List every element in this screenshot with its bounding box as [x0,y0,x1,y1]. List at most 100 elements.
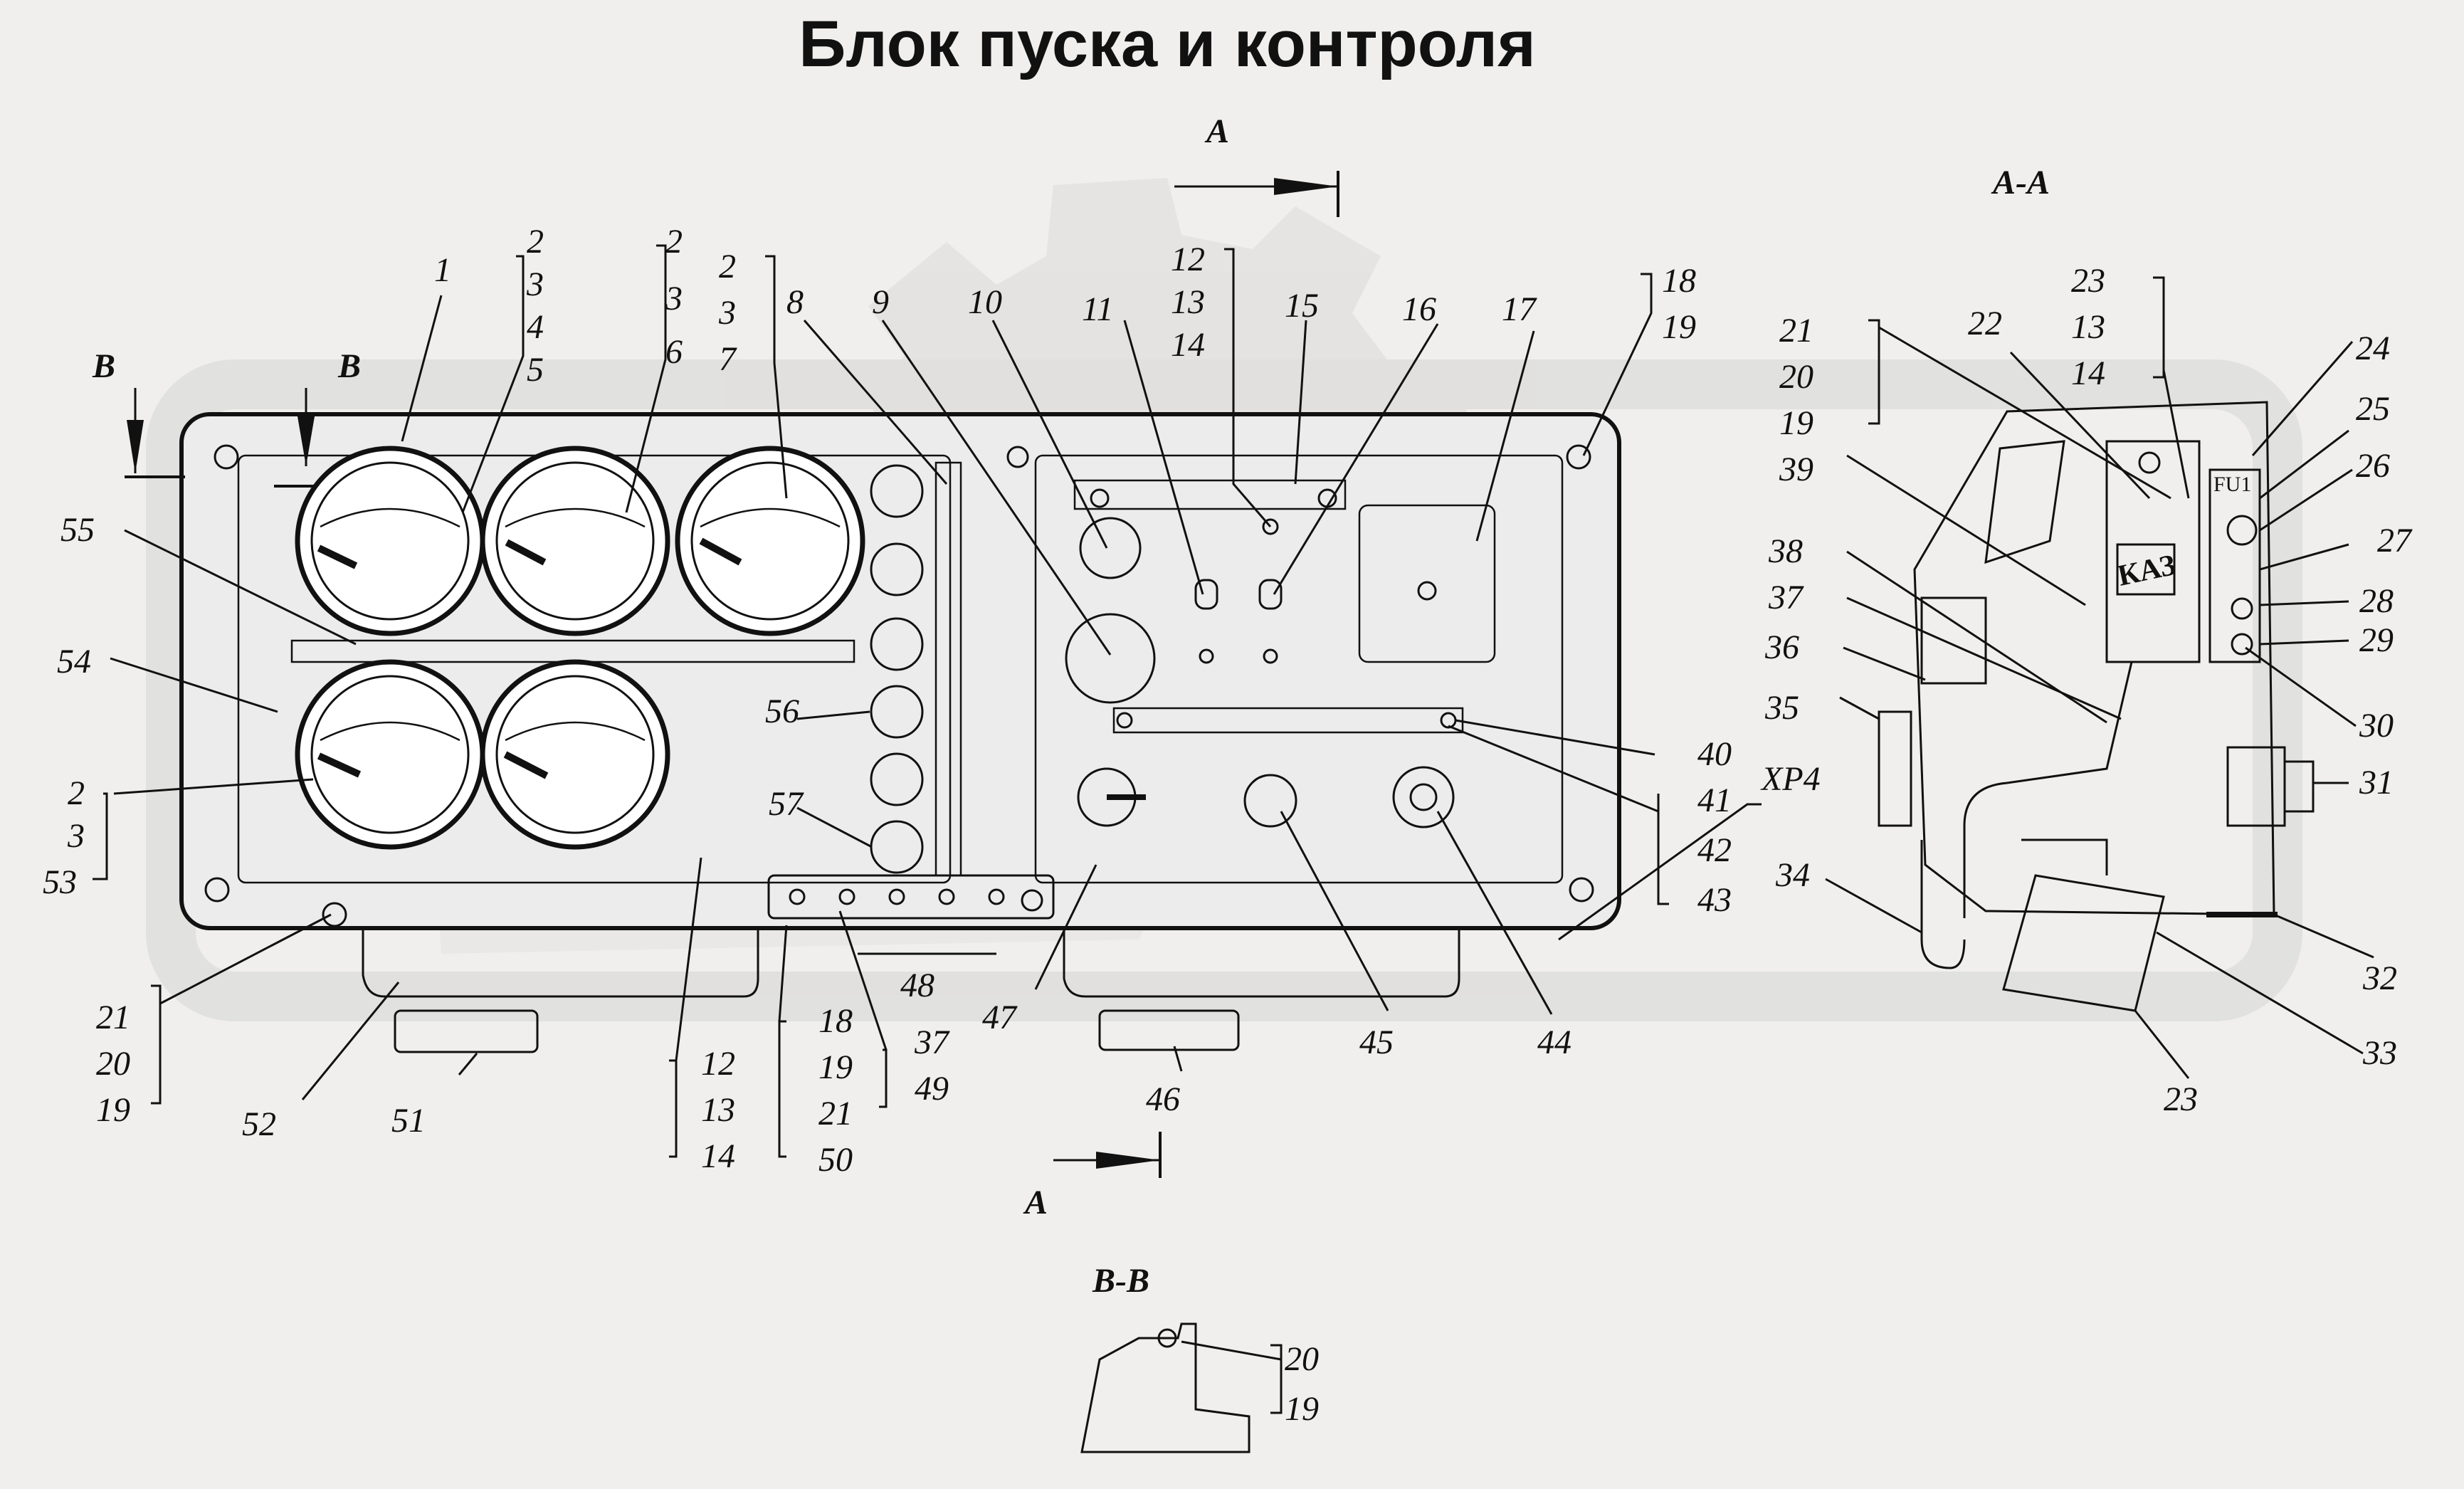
callout-10: 10 [968,283,1002,321]
callout-19: 19 [96,1091,130,1129]
callout-19: 19 [1662,308,1696,346]
callout-25: 25 [2356,390,2390,428]
callout-36: 36 [1764,628,1799,666]
callout-53: 53 [43,863,77,901]
callout-2: 2 [527,223,544,261]
callout-27: 27 [2377,522,2413,559]
label-fuse-fu1: FU1 [2213,473,2251,496]
callout-35: 35 [1764,689,1799,727]
callout-11: 11 [1082,290,1113,328]
callout-8: 8 [786,283,804,321]
callout-14: 14 [1171,326,1205,364]
callout-38: 38 [1768,532,1803,570]
section-bb-view [1080,1322,1251,1453]
callout-33: 33 [2362,1034,2397,1072]
callout-22: 22 [1968,305,2002,342]
section-a-markers [125,171,1339,1178]
callout-40: 40 [1697,735,1732,773]
label-view-b-right: В [337,347,361,385]
callout-57: 57 [769,785,804,823]
callout-21: 21 [96,999,130,1036]
gauge-1 [295,446,485,636]
callout-55: 55 [60,511,95,549]
callout-52: 52 [242,1105,276,1143]
callout-29: 29 [2359,621,2394,659]
callout-9: 9 [872,283,889,321]
callout-7: 7 [719,340,737,378]
callout-30: 30 [2359,707,2394,744]
label-view-b-left: В [92,347,115,385]
callout-13: 13 [701,1091,735,1129]
callout-42: 42 [1697,831,1732,869]
callout-3: 3 [526,265,544,303]
label-section-aa: А-А [1991,164,2050,201]
callout-20: 20 [1779,358,1813,396]
callout-17: 17 [1502,290,1537,328]
indicator-lamps [870,461,962,877]
callout-37: 37 [1768,579,1804,616]
callout-21: 21 [1779,312,1813,349]
callout-1: 1 [434,251,451,289]
callout-20: 20 [1285,1340,1319,1378]
callout-46: 46 [1146,1080,1180,1118]
callout-13: 13 [1171,283,1205,321]
callout-24: 24 [2356,330,2390,367]
callout-2: 2 [719,248,736,285]
callout-19: 19 [818,1048,853,1086]
callout-28: 28 [2359,582,2394,620]
callout-23: 23 [2071,262,2105,300]
callout-12: 12 [1171,241,1205,278]
callout-34: 34 [1775,856,1810,894]
callout-56: 56 [765,693,799,730]
leader-lines [93,244,2374,1414]
callout-3: 3 [665,280,683,317]
callout-14: 14 [2071,354,2105,392]
callout-19: 19 [1285,1390,1319,1428]
callout-50: 50 [818,1141,853,1179]
callout-19: 19 [1779,404,1813,442]
callout-44: 44 [1537,1024,1571,1061]
callout-26: 26 [2356,447,2390,485]
callout-15: 15 [1285,287,1319,325]
callout-12: 12 [701,1045,735,1083]
callout-43: 43 [1697,881,1732,919]
callout-5: 5 [527,351,544,389]
label-relay: КАЗ [2115,549,2179,593]
label-section-bb: В-В [1092,1262,1149,1300]
callout-20: 20 [96,1045,130,1083]
callout-2: 2 [665,223,683,261]
callout-labels: 1 2 3 4 5 2 3 6 2 3 7 8 9 10 11 12 13 14… [43,223,2413,1428]
callout-2: 2 [68,774,85,812]
callout-49: 49 [915,1070,949,1107]
callout-37: 37 [914,1024,950,1061]
gauge-4 [295,659,485,850]
callout-13: 13 [2071,308,2105,346]
label-connector-xp4: ХР4 [1760,760,1821,798]
callout-3: 3 [718,294,736,332]
callout-45: 45 [1359,1024,1394,1061]
gauge-3 [675,446,865,636]
page-title: Блок пуска и контроля [799,8,1536,80]
callout-18: 18 [1662,262,1696,300]
callout-6: 6 [665,333,683,371]
callout-21: 21 [818,1095,853,1132]
callout-41: 41 [1697,782,1732,819]
gauge-2 [480,446,670,636]
callout-48: 48 [900,967,934,1004]
label-view-a-bottom: А [1023,1184,1048,1221]
callout-51: 51 [391,1102,426,1140]
callout-16: 16 [1402,290,1436,328]
callout-3: 3 [67,817,85,855]
callout-18: 18 [818,1002,853,1040]
label-view-a-top: А [1204,112,1229,150]
front-panel [179,412,1621,1053]
callout-31: 31 [2359,764,2394,801]
callout-47: 47 [982,999,1018,1036]
callout-54: 54 [57,643,91,680]
gauge-5 [480,659,670,850]
callout-39: 39 [1779,451,1813,488]
callout-32: 32 [2362,959,2397,997]
callout-14: 14 [701,1137,735,1175]
